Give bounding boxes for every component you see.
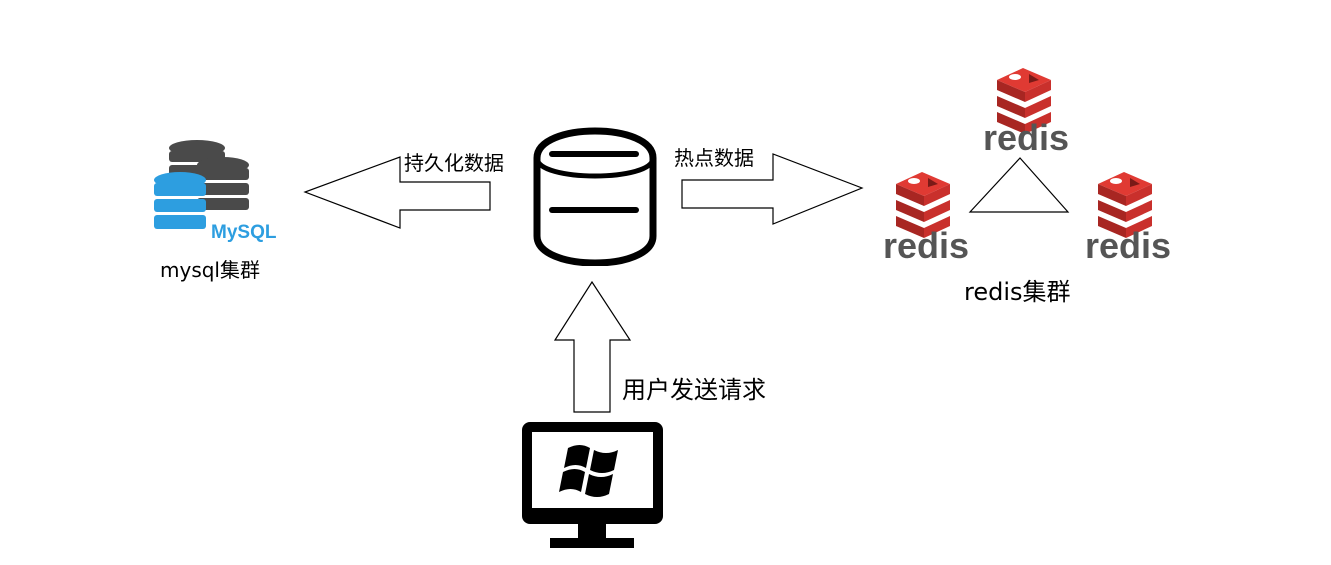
arrow-request (553, 280, 632, 413)
client-computer-icon (522, 422, 663, 548)
user-request-label: 用户发送请求 (622, 370, 766, 405)
redis-left-text: redis (883, 225, 969, 262)
redis-top-text: redis (983, 117, 1069, 158)
mysql-icon: MySQL (154, 140, 277, 243)
redis-logo-icon (896, 172, 950, 238)
redis-logo-icon (1098, 172, 1152, 238)
redis-node-top: redis (983, 68, 1069, 158)
mysql-cluster-caption: mysql集群 (160, 254, 260, 283)
redis-cluster-caption: redis集群 (964, 272, 1071, 307)
redis-right-text: redis (1085, 225, 1171, 262)
redis-cluster-triangle (968, 157, 1070, 213)
database-server-icon (530, 120, 660, 266)
redis-node-left: redis (883, 172, 969, 262)
redis-node-right: redis (1085, 172, 1171, 262)
arrow-hot (681, 153, 864, 225)
mysql-logo-text: MySQL (211, 222, 277, 243)
persist-data-label: 持久化数据 (404, 147, 504, 176)
hot-data-label: 热点数据 (674, 142, 754, 171)
arrow-persist (303, 156, 491, 229)
redis-logo-icon (997, 68, 1051, 134)
windows-logo-icon (559, 445, 618, 497)
